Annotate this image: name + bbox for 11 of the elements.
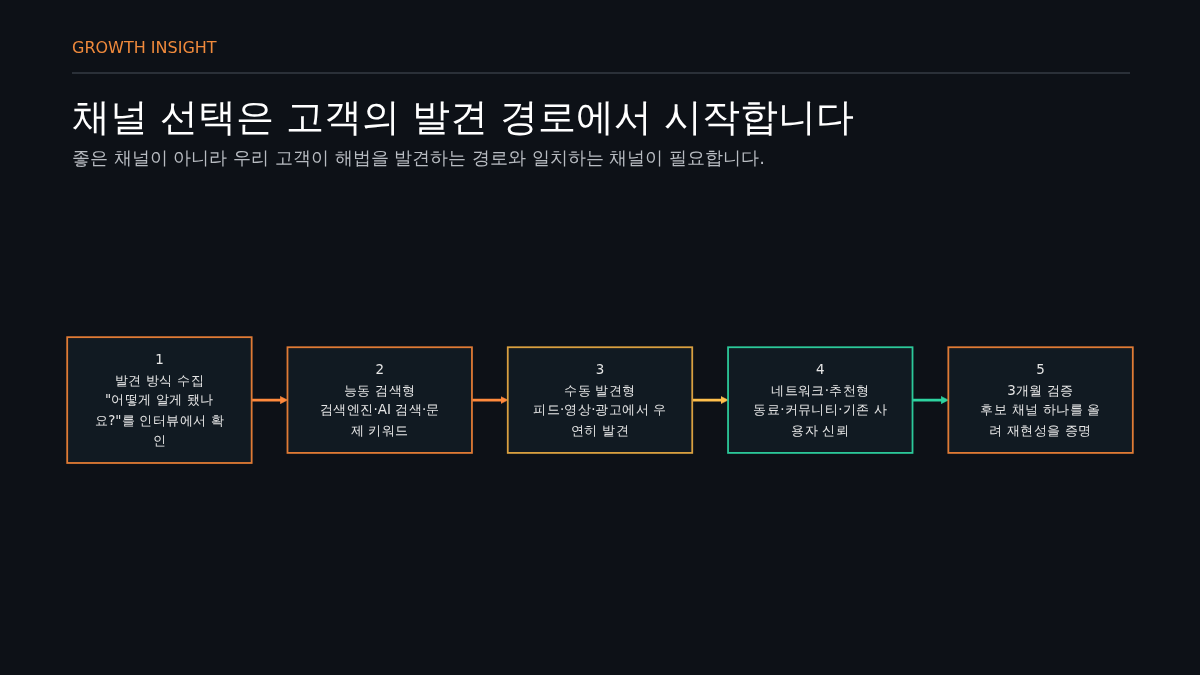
subtitle: 좋은 채널이 아니라 우리 고객이 해법을 발견하는 경로와 일치하는 채널이 필요합니다.	[72, 146, 765, 170]
node-box: 1 발견 방식 수집 "어떻게 알게 됐나요?"를 인터뷰에서 확인	[66, 336, 253, 464]
kicker-text: GROWTH INSIGHT	[72, 38, 217, 57]
arrow	[692, 396, 729, 404]
node-box: 4 네트워크·추천형 동료·커뮤니티·기존 사용자 신뢰	[727, 346, 914, 454]
node-box: 3 수동 발견형 피드·영상·광고에서 우연히 발견	[506, 346, 694, 454]
arrow	[912, 396, 949, 404]
node-box: 5 3개월 검증 후보 채널 하나를 올려 재현성을 증명	[947, 346, 1134, 454]
title: 채널 선택은 고객의 발견 경로에서 시작합니다	[72, 94, 855, 141]
node-box: 2 능동 검색형 검색엔진·AI 검색·문제 키워드	[286, 346, 473, 454]
arrow	[251, 396, 288, 404]
